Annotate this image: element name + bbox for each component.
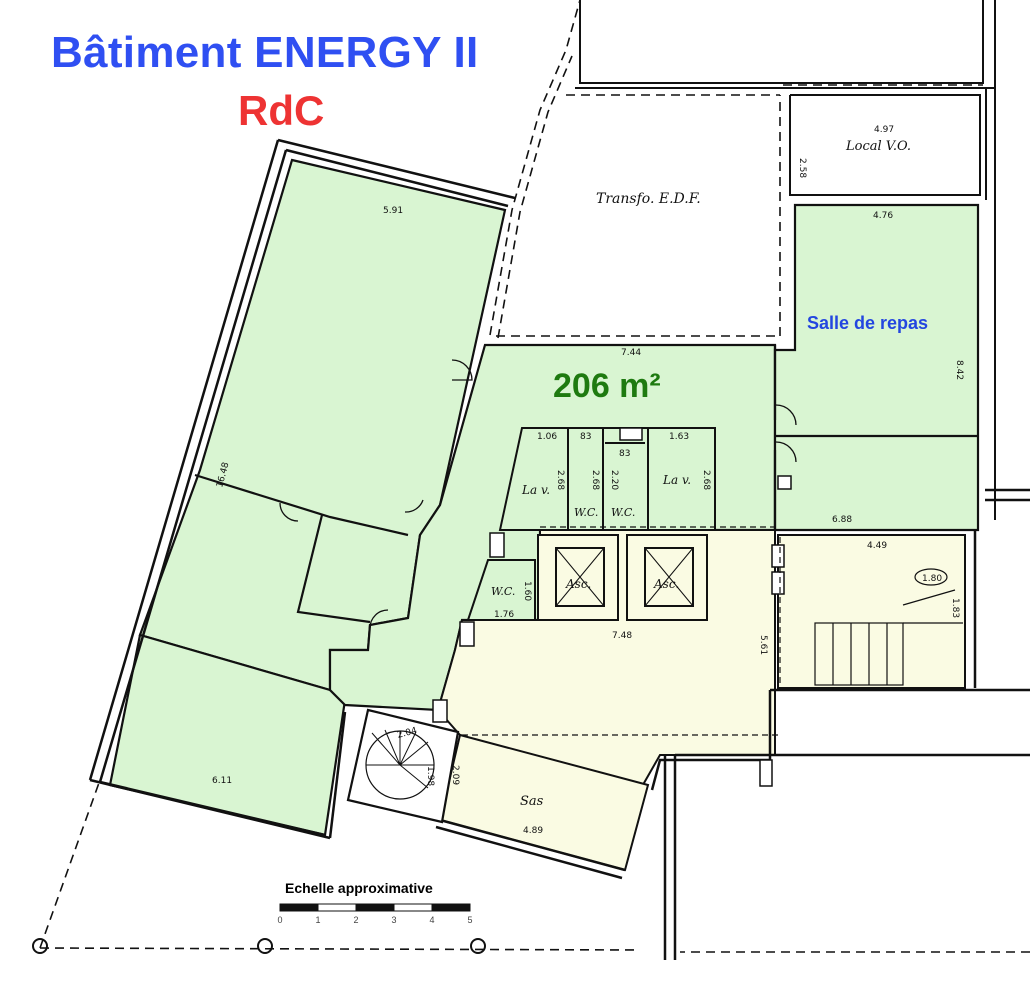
dim-6-11: 6.11: [212, 776, 232, 786]
dim-2-20: 2.20: [609, 470, 619, 490]
dim-1-76: 1.76: [494, 610, 514, 620]
scale-tick-0: 0: [277, 915, 283, 925]
spiral-stair: [346, 708, 460, 824]
dim-4-89: 4.89: [523, 826, 543, 836]
dim-5-91: 5.91: [383, 206, 403, 216]
dim-4-49: 4.49: [867, 541, 887, 551]
dim-1-63: 1.63: [669, 432, 689, 442]
label-wc-1: W.C.: [574, 506, 598, 519]
dim-7-44: 7.44: [621, 348, 641, 358]
dim-2-68-c: 2.68: [701, 470, 711, 490]
label-transfo: Transfo. E.D.F.: [596, 191, 701, 207]
hidden-lines: [462, 526, 781, 736]
dim-5-61: 5.61: [758, 635, 768, 655]
site-boundary: [39, 0, 1030, 953]
dim-2-09: 2.09: [450, 765, 460, 785]
top-right-walls: [575, 0, 996, 520]
label-sas: Sas: [520, 794, 544, 809]
dim-4-97: 4.97: [874, 125, 894, 135]
dim-8-42: 8.42: [954, 360, 964, 380]
dim-6-88: 6.88: [832, 515, 852, 525]
floor-subtitle: RdC: [238, 87, 325, 134]
scale-tick-1: 1: [315, 915, 321, 925]
right-stair: [814, 568, 963, 686]
salle-de-repas-label: Salle de repas: [807, 313, 929, 333]
dim-2-68-a: 2.68: [555, 470, 565, 490]
office-zone-lower-left: [108, 633, 347, 837]
label-lav-left: La v.: [521, 483, 550, 497]
scale-bar: [279, 903, 471, 912]
label-wc-3: W.C.: [491, 585, 515, 598]
area-label: 206 m²: [553, 367, 661, 405]
dim-1-83: 1.83: [950, 598, 960, 618]
label-lav-right: La v.: [662, 473, 691, 487]
dim-4-76: 4.76: [873, 211, 893, 221]
interior-walls: [194, 345, 978, 624]
label-asc-2: Asc.: [653, 577, 679, 591]
dim-2-68-b: 2.68: [590, 470, 600, 490]
exterior-walls: [88, 138, 1030, 960]
dim-1-98: 1.98: [425, 766, 435, 786]
dim-1-06: 1.06: [537, 432, 557, 442]
scale-tick-2: 2: [353, 915, 359, 925]
label-wc-2: W.C.: [611, 506, 635, 519]
dim-83-a: 83: [580, 432, 591, 442]
scale-tick-5: 5: [467, 915, 473, 925]
stair-zone-right: [777, 534, 966, 689]
building-title: Bâtiment ENERGY II: [51, 28, 479, 77]
dim-1-80: 1.80: [922, 574, 942, 584]
label-local-vo: Local V.O.: [845, 139, 911, 154]
dim-2-58: 2.58: [797, 158, 807, 178]
scale-tick-4: 4: [429, 915, 435, 925]
dim-83-b: 83: [619, 449, 630, 459]
door-swings: [279, 359, 797, 629]
columns: [432, 427, 792, 787]
scale-title: Echelle approximative: [285, 880, 433, 896]
boundary-markers: [32, 938, 486, 954]
lift-shafts: [537, 534, 708, 621]
dim-7-48: 7.48: [612, 631, 632, 641]
sanitary-block: [466, 427, 716, 621]
label-asc-1: Asc.: [565, 577, 591, 591]
scale-tick-3: 3: [391, 915, 397, 925]
dim-1-60: 1.60: [522, 581, 532, 601]
salle-de-repas-zone: [773, 203, 980, 532]
